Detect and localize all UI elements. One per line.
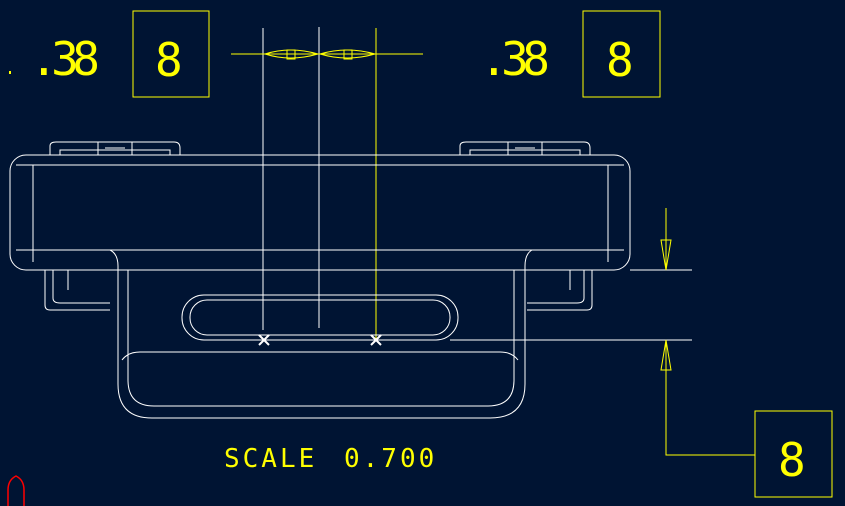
part-geometry	[9, 141, 631, 419]
dimension-right[interactable]: .38 8	[480, 10, 661, 98]
reference-markers	[258, 334, 382, 346]
dimension-value: .38	[30, 32, 100, 86]
scale-value: 0.700	[344, 444, 437, 474]
tolerance-box	[582, 10, 661, 98]
tolerance-box-text: 8	[778, 433, 806, 487]
scale-label: SCALE	[224, 444, 317, 474]
tolerance-box-text: 8	[155, 33, 183, 87]
tolerance-box	[754, 410, 833, 498]
dimension-value: .38	[480, 32, 550, 86]
origin-marker-icon	[7, 475, 25, 506]
scale-note: SCALE 0.700	[224, 444, 437, 474]
dimension-left[interactable]: .38 8	[9, 10, 210, 98]
tolerance-box-text: 8	[606, 33, 634, 87]
side-dimension[interactable]: 8	[450, 208, 833, 498]
datum-lines	[231, 27, 423, 340]
decimal-point	[9, 71, 11, 74]
tolerance-box	[132, 10, 210, 98]
